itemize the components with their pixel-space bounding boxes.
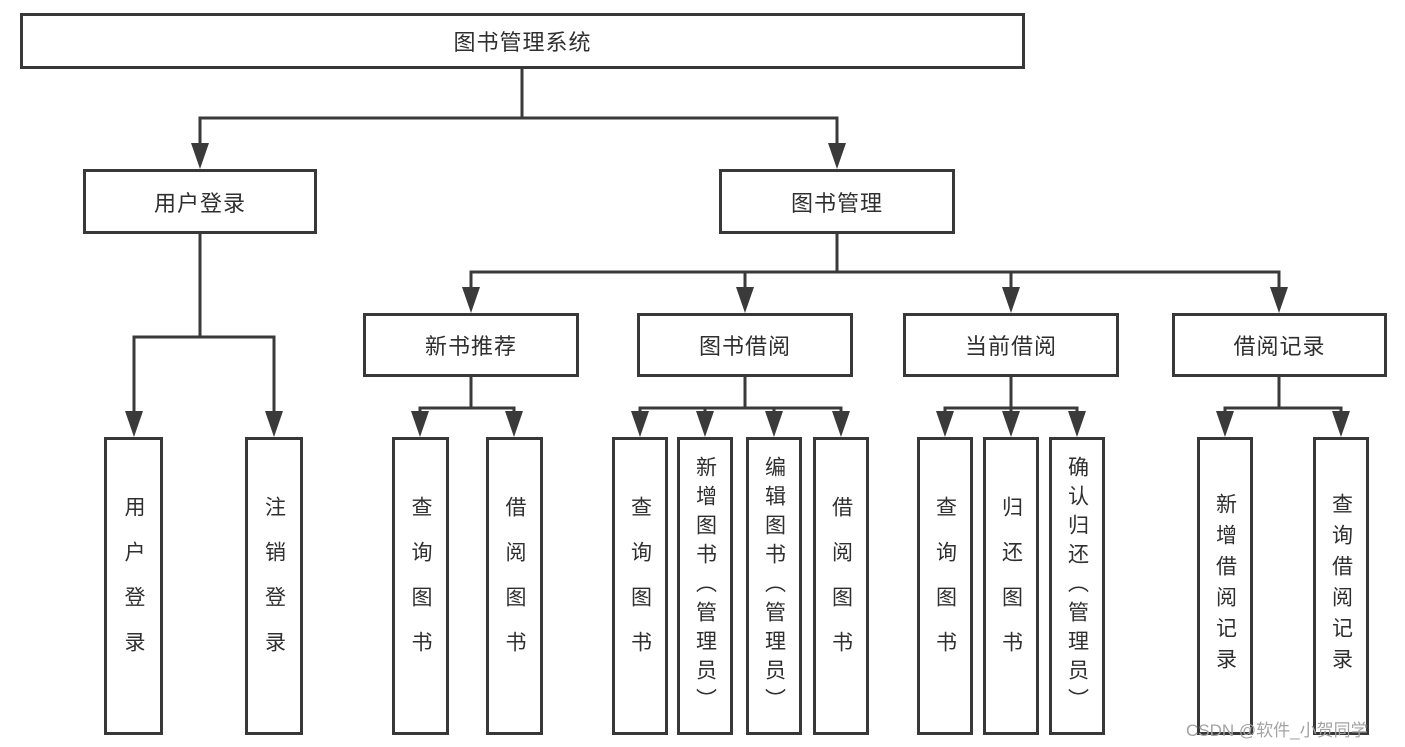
node-label: 用户登录 — [122, 496, 145, 676]
node-label: 查询图书 — [628, 496, 652, 676]
leaf-edit-book-admin: 编辑图书（管理员） — [746, 437, 802, 735]
node-label: 新书推荐 — [424, 334, 517, 359]
leaf-query-books-current: 查询图书 — [917, 437, 973, 735]
node-label: 借阅图书 — [829, 496, 853, 676]
node-label: 查询图书 — [409, 496, 432, 676]
leaf-logout: 注销登录 — [245, 437, 303, 735]
leaf-query-books-borrow: 查询图书 — [612, 437, 668, 735]
node-user-login: 用户登录 — [83, 169, 317, 234]
node-label: 当前借阅 — [964, 334, 1057, 359]
node-label: 新增借阅记录 — [1213, 493, 1237, 679]
node-book-borrow: 图书借阅 — [637, 313, 853, 377]
leaf-query-books-recommend: 查询图书 — [392, 437, 449, 735]
leaf-add-borrow-record: 新增借阅记录 — [1197, 437, 1253, 735]
node-label: 图书管理 — [790, 190, 883, 216]
node-library-system: 图书管理系统 — [20, 13, 1025, 69]
node-label: 图书管理系统 — [453, 30, 592, 55]
node-label: 借阅记录 — [1233, 334, 1326, 359]
leaf-confirm-return-admin: 确认归还（管理员） — [1049, 437, 1105, 735]
node-label: 图书借阅 — [698, 334, 791, 359]
leaf-user-login: 用户登录 — [104, 437, 163, 735]
leaf-query-borrow-record: 查询借阅记录 — [1313, 437, 1369, 735]
node-new-book-recommend: 新书推荐 — [363, 313, 579, 377]
node-label: 查询借阅记录 — [1329, 493, 1353, 679]
node-borrow-records: 借阅记录 — [1172, 313, 1387, 377]
node-label: 编辑图书（管理员） — [762, 455, 786, 717]
node-label: 归还图书 — [999, 496, 1023, 676]
node-label: 注销登录 — [262, 496, 286, 676]
node-label: 用户登录 — [153, 190, 246, 216]
leaf-add-book-admin: 新增图书（管理员） — [677, 437, 733, 735]
leaf-return-book: 归还图书 — [983, 437, 1039, 735]
node-label: 借阅图书 — [503, 496, 526, 676]
node-label: 确认归还（管理员） — [1065, 455, 1089, 717]
leaf-borrow-books: 借阅图书 — [813, 437, 869, 735]
node-label: 新增图书（管理员） — [693, 455, 717, 717]
node-book-management: 图书管理 — [719, 169, 955, 234]
node-current-borrow: 当前借阅 — [903, 313, 1119, 377]
leaf-borrow-books-recommend: 借阅图书 — [486, 437, 543, 735]
watermark-text: CSDN @软件_小贺同学 — [1186, 721, 1368, 740]
node-label: 查询图书 — [933, 496, 957, 676]
